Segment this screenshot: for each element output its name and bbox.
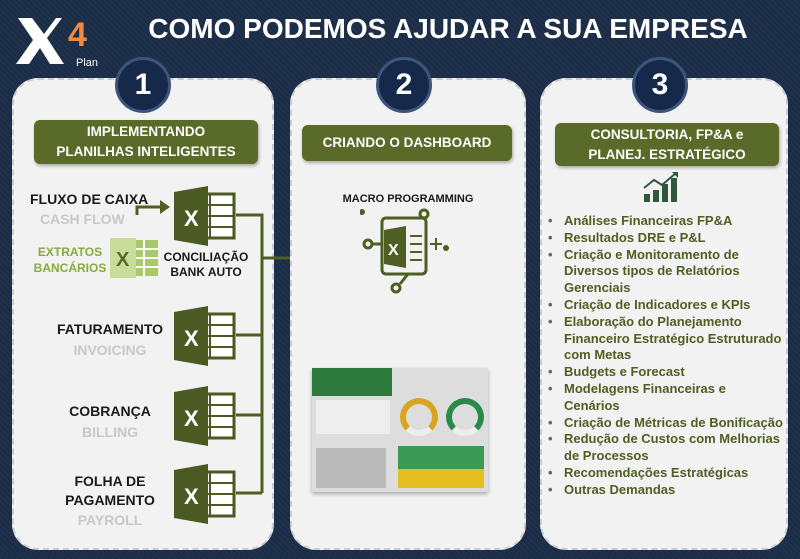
step-number-2: 2 xyxy=(376,57,432,113)
svg-text:X: X xyxy=(184,484,199,509)
services-list: Análises Financeiras FP&A Resultados DRE… xyxy=(544,213,784,499)
header-line: PLANILHAS INTELIGENTES xyxy=(56,144,236,159)
list-item: Redução de Custos com Melhorias de Proce… xyxy=(544,431,784,465)
header-line: PLANEJ. ESTRATÉGICO xyxy=(588,146,746,162)
macro-excel-icon: X xyxy=(360,208,449,294)
dashboard-area-chart xyxy=(316,448,386,488)
excel-icon: X xyxy=(174,186,236,246)
dashboard-area-chart xyxy=(398,446,484,488)
dashboard-bar-chart xyxy=(316,400,390,434)
list-item: Recomendações Estratégicas xyxy=(544,465,784,482)
svg-text:X: X xyxy=(184,406,199,431)
list-item: Criação de Indicadores e KPIs xyxy=(544,297,784,314)
label-faturamento: FATURAMENTO xyxy=(56,321,164,337)
text: BANK AUTO xyxy=(170,265,242,279)
sub-cash-flow: CASH FLOW xyxy=(40,211,125,227)
svg-text:X: X xyxy=(184,326,199,351)
label-macro-programming: MACRO PROGRAMMING xyxy=(342,193,474,205)
svg-text:4: 4 xyxy=(68,16,87,54)
list-item: Resultados DRE e P&L xyxy=(544,230,784,247)
sub-billing: BILLING xyxy=(82,424,138,440)
text: CONCILIAÇÃO xyxy=(163,250,249,264)
svg-text:Plan: Plan xyxy=(76,57,98,69)
list-item: Budgets e Forecast xyxy=(544,364,784,381)
dashboard-gauge xyxy=(400,398,438,436)
dashboard-header xyxy=(312,368,392,396)
excel-icon: X xyxy=(174,464,236,524)
label-extratos-bancarios: EXTRATOS BANCÁRIOS xyxy=(28,244,112,276)
excel-icon: X xyxy=(174,306,236,366)
label-cobranca: COBRANÇA xyxy=(69,403,151,419)
text: EXTRATOS xyxy=(37,245,103,259)
label-fluxo-de-caixa: FLUXO DE CAIXA xyxy=(30,191,149,207)
text: BANCÁRIOS xyxy=(33,261,107,275)
growth-chart-icon xyxy=(643,172,678,202)
dashboard-gauge xyxy=(446,398,484,436)
x4-plan-logo: 4 Plan xyxy=(16,16,98,69)
list-item: Criação e Monitoramento de Diversos tipo… xyxy=(544,247,784,297)
excel-bank-statement-icon: X xyxy=(110,238,158,278)
header-line: CONSULTORIA, FP&A e xyxy=(590,126,744,142)
svg-text:X: X xyxy=(116,249,130,271)
svg-text:X: X xyxy=(184,206,199,231)
step-number-1: 1 xyxy=(115,57,171,113)
dashboard-preview-image xyxy=(312,368,488,492)
page-title: COMO PODEMOS AJUDAR A SUA EMPRESA xyxy=(148,13,748,44)
sub-payroll: PAYROLL xyxy=(77,512,143,528)
label-folha-de-pagamento: FOLHA DE PAGAMENTO xyxy=(65,473,155,508)
header-dashboard: CRIANDO O DASHBOARD xyxy=(302,125,512,161)
sub-invoicing: INVOICING xyxy=(73,342,147,358)
step-number-3: 3 xyxy=(632,57,688,113)
svg-text:X: X xyxy=(388,242,399,259)
header-line: IMPLEMENTANDO xyxy=(86,124,206,139)
list-item: Criação de Métricas de Bonificação xyxy=(544,415,784,432)
list-item: Elaboração do Planejamento Financeiro Es… xyxy=(544,314,784,364)
list-item: Análises Financeiras FP&A xyxy=(544,213,784,230)
list-item: Outras Demandas xyxy=(544,482,784,499)
excel-icon: X xyxy=(174,386,236,446)
header-implementando: IMPLEMENTANDO PLANILHAS INTELIGENTES xyxy=(34,120,258,164)
header-consultoria: CONSULTORIA, FP&A e PLANEJ. ESTRATÉGICO xyxy=(555,123,779,166)
list-item: Modelagens Financeiras e Cenários xyxy=(544,381,784,415)
